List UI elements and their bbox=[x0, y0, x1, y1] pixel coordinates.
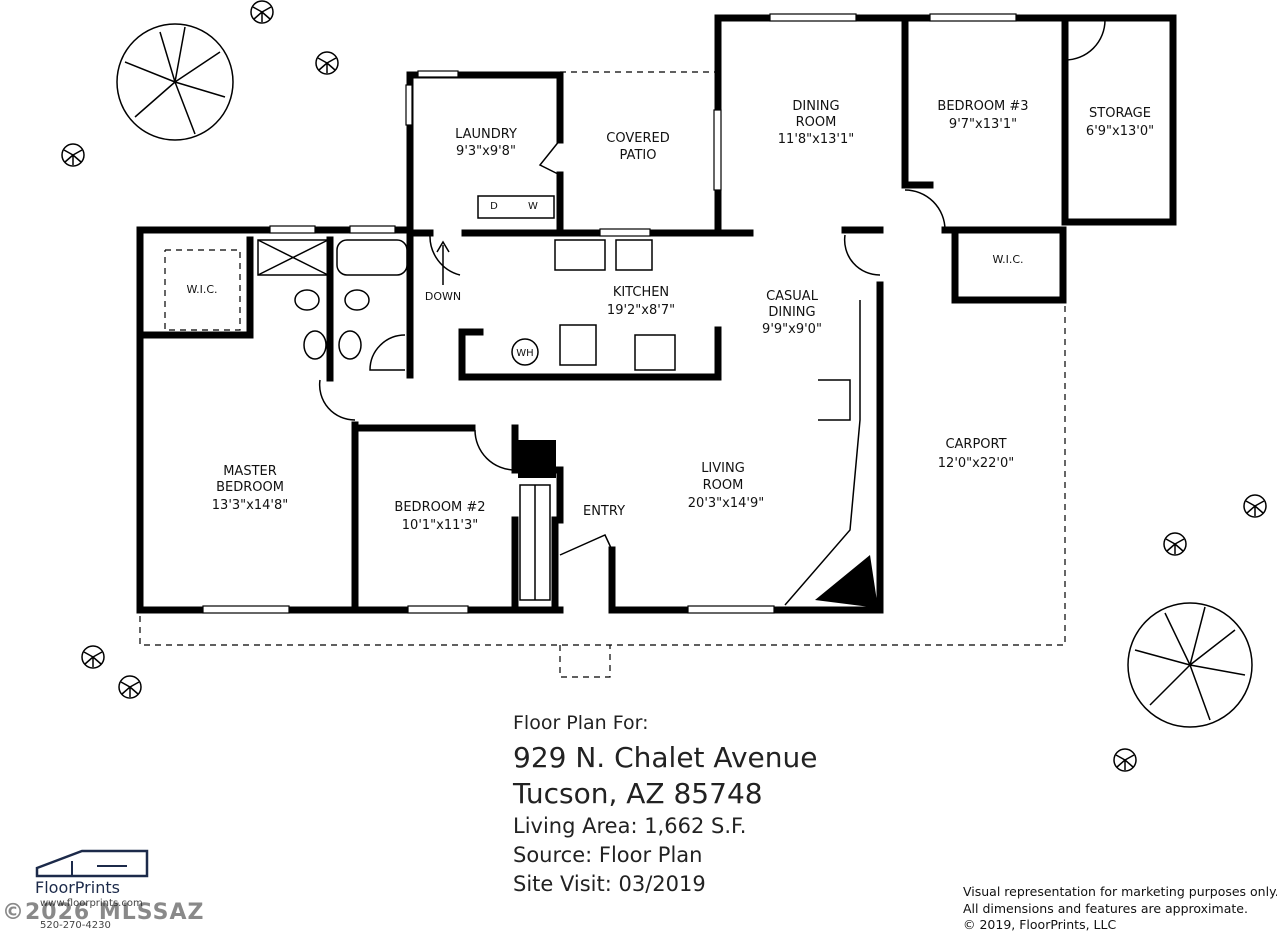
casual-dining-dim: 9'9"x9'0" bbox=[762, 322, 822, 337]
floor-plan-for-label: Floor Plan For: bbox=[513, 712, 649, 734]
walls bbox=[136, 14, 1177, 614]
address-line-1: 929 N. Chalet Avenue bbox=[513, 741, 818, 774]
bedroom3-dim: 9'7"x13'1" bbox=[949, 117, 1017, 132]
laundry-label: LAUNDRY bbox=[455, 127, 517, 142]
living-dim: 20'3"x14'9" bbox=[688, 496, 764, 511]
floorprints-house-logo-icon bbox=[35, 849, 149, 878]
landscape-trees bbox=[61, 0, 1267, 772]
down-arrow-icon bbox=[436, 240, 450, 285]
water-heater-label: WH bbox=[516, 348, 533, 359]
master-label-2: BEDROOM bbox=[216, 480, 284, 495]
shrub-icon bbox=[118, 675, 142, 699]
dryer-label: D bbox=[490, 201, 498, 212]
shrub-icon bbox=[250, 0, 274, 24]
bedroom2-dim: 10'1"x11'3" bbox=[402, 518, 478, 533]
windows bbox=[202, 13, 1017, 614]
doors bbox=[318, 19, 1106, 556]
dining-label-1: DINING bbox=[792, 99, 839, 114]
address-line-2: Tucson, AZ 85748 bbox=[513, 777, 763, 810]
bedroom3-label: BEDROOM #3 bbox=[937, 99, 1028, 114]
disclaimer-line-1: Visual representation for marketing purp… bbox=[963, 884, 1277, 899]
kitchen-label: KITCHEN bbox=[613, 285, 669, 300]
room-labels: LAUNDRY 9'3"x9'8" COVERED PATIO DINING R… bbox=[186, 99, 1154, 533]
logo-name: FloorPrints bbox=[35, 878, 120, 897]
wic-bed3-label: W.I.C. bbox=[992, 253, 1023, 266]
carport-label: CARPORT bbox=[945, 437, 1006, 452]
shrub-icon bbox=[1163, 532, 1187, 556]
carport-dim: 12'0"x22'0" bbox=[938, 456, 1014, 471]
patio-label-1: COVERED bbox=[606, 131, 669, 146]
entry-label: ENTRY bbox=[583, 504, 625, 519]
master-label-1: MASTER bbox=[223, 464, 277, 479]
fireplace-fill bbox=[815, 555, 878, 608]
fixtures bbox=[257, 195, 861, 606]
shrub-icon bbox=[61, 143, 85, 167]
logo-phone: 520-270-4230 bbox=[40, 920, 111, 931]
tree-large-icon bbox=[1127, 602, 1253, 728]
kitchen-dim: 19'2"x8'7" bbox=[607, 303, 675, 318]
disclaimer-line-3: © 2019, FloorPrints, LLC bbox=[963, 917, 1117, 932]
shrub-icon bbox=[81, 645, 105, 669]
shrub-icon bbox=[315, 51, 339, 75]
logo-website: www.floorprints.com bbox=[40, 898, 143, 909]
disclaimer: Visual representation for marketing purp… bbox=[963, 884, 1277, 934]
bedroom2-label: BEDROOM #2 bbox=[394, 500, 485, 515]
storage-dim: 6'9"x13'0" bbox=[1086, 124, 1154, 139]
property-info: Floor Plan For: 929 N. Chalet Avenue Tuc… bbox=[513, 712, 817, 899]
wic-master-label: W.I.C. bbox=[186, 283, 217, 296]
shrub-icon bbox=[1243, 494, 1267, 518]
stairs-down-label: DOWN bbox=[425, 290, 461, 303]
master-dim: 13'3"x14'8" bbox=[212, 498, 288, 513]
dining-label-2: ROOM bbox=[796, 115, 837, 130]
living-label-1: LIVING bbox=[701, 461, 745, 476]
source: Source: Floor Plan bbox=[513, 843, 703, 867]
disclaimer-line-2: All dimensions and features are approxim… bbox=[963, 900, 1248, 916]
washer-label: W bbox=[528, 201, 538, 212]
casual-dining-label-1: CASUAL bbox=[766, 289, 819, 304]
closet-fill bbox=[518, 440, 556, 478]
living-area: Living Area: 1,662 S.F. bbox=[513, 814, 747, 838]
dining-dim: 11'8"x13'1" bbox=[778, 132, 854, 147]
dashed-outlines bbox=[139, 71, 1066, 678]
casual-dining-label-2: DINING bbox=[768, 305, 815, 320]
storage-label: STORAGE bbox=[1089, 106, 1151, 121]
laundry-dim: 9'3"x9'8" bbox=[456, 144, 516, 159]
site-visit: Site Visit: 03/2019 bbox=[513, 872, 706, 896]
tree-large-icon bbox=[116, 23, 234, 141]
shrub-icon bbox=[1113, 748, 1137, 772]
patio-label-2: PATIO bbox=[620, 148, 657, 163]
mls-watermark: ©2026 MLSSAZ bbox=[2, 900, 205, 925]
living-label-2: ROOM bbox=[703, 478, 744, 493]
